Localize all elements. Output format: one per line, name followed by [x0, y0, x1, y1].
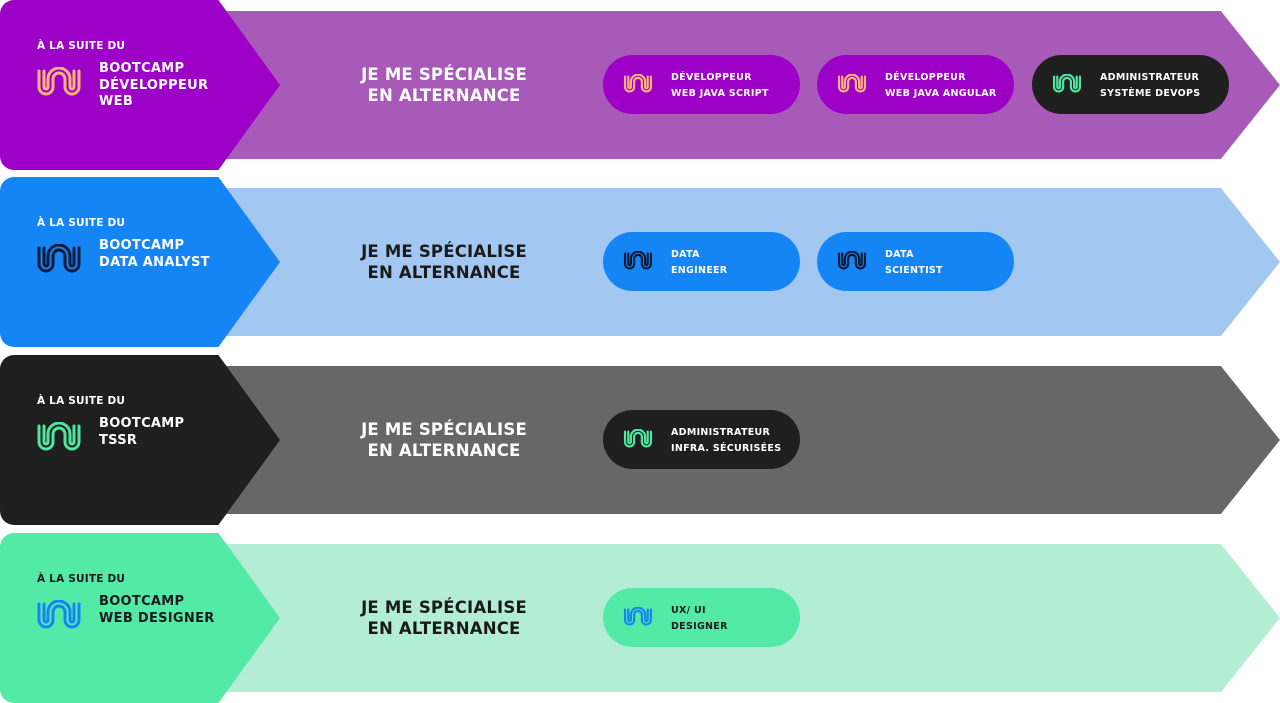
text-line: WEB	[99, 94, 134, 109]
text-line: UX/ UI	[671, 605, 706, 616]
pill-label: DATA ENGINEER	[671, 247, 727, 279]
specialisation-pill[interactable]: ADMINISTRATEUR INFRA. SÉCURISÉES	[603, 410, 800, 469]
text-line: TSSR	[99, 432, 138, 448]
pill-logo	[623, 250, 653, 273]
text-line: BOOTCAMP	[99, 61, 185, 76]
specialisation-heading: JE ME SPÉCIALISE EN ALTERNANCE	[330, 597, 558, 639]
wave-logo-icon	[1052, 73, 1082, 93]
text-line: WEB JAVA SCRIPT	[671, 88, 769, 99]
text-line: DÉVELOPPEUR	[671, 72, 752, 83]
kicker-label: À LA SUITE DU	[37, 573, 126, 585]
text-line: DATA	[885, 249, 914, 260]
text-line: EN ALTERNANCE	[367, 86, 521, 105]
kicker-label: À LA SUITE DU	[37, 40, 126, 52]
specialisation-pill[interactable]: DATA ENGINEER	[603, 232, 800, 291]
pill-label: DÉVELOPPEUR WEB JAVA SCRIPT	[671, 70, 769, 102]
text-line: ADMINISTRATEUR	[671, 427, 771, 438]
pill-logo	[1052, 73, 1082, 96]
wave-logo-icon	[37, 421, 81, 451]
text-line: SCIENTIST	[885, 265, 943, 276]
bootcamp-logo	[36, 599, 82, 634]
text-line: BOOTCAMP	[99, 416, 185, 431]
text-line: DÉVELOPPEUR	[99, 77, 209, 93]
kicker-label: À LA SUITE DU	[37, 395, 126, 407]
text-line: DESIGNER	[671, 621, 728, 632]
wave-logo-icon	[623, 428, 653, 448]
text-line: JE ME SPÉCIALISE	[361, 420, 527, 439]
wave-logo-icon	[37, 599, 81, 629]
specialisation-pill[interactable]: DÉVELOPPEUR WEB JAVA ANGULAR	[817, 55, 1014, 114]
specialisation-pill[interactable]: DÉVELOPPEUR WEB JAVA SCRIPT	[603, 55, 800, 114]
wave-logo-icon	[837, 250, 867, 270]
bootcamp-logo	[36, 421, 82, 456]
wave-logo-icon	[623, 250, 653, 270]
text-line: EN ALTERNANCE	[367, 263, 521, 282]
specialisation-heading: JE ME SPÉCIALISE EN ALTERNANCE	[330, 64, 558, 106]
pill-logo	[623, 428, 653, 451]
text-line: EN ALTERNANCE	[367, 441, 521, 460]
bootcamp-logo	[36, 66, 82, 101]
text-line: ENGINEER	[671, 265, 728, 276]
wave-logo-icon	[837, 73, 867, 93]
pill-logo	[837, 250, 867, 273]
pill-label: DÉVELOPPEUR WEB JAVA ANGULAR	[885, 70, 996, 102]
text-line: WEB JAVA ANGULAR	[885, 88, 997, 99]
wave-logo-icon	[623, 73, 653, 93]
pill-logo	[623, 606, 653, 629]
text-line: DÉVELOPPEUR	[885, 72, 966, 83]
wave-logo-icon	[37, 243, 81, 273]
specialisation-pill[interactable]: DATA SCIENTIST	[817, 232, 1014, 291]
pill-label: UX/ UI DESIGNER	[671, 603, 728, 635]
wave-logo-icon	[37, 66, 81, 96]
pill-label: ADMINISTRATEUR SYSTÈME DEVOPS	[1100, 70, 1200, 102]
pill-label: DATA SCIENTIST	[885, 247, 943, 279]
specialisation-pill[interactable]: UX/ UI DESIGNER	[603, 588, 800, 647]
text-line: DATA ANALYST	[99, 254, 210, 270]
pill-logo	[623, 73, 653, 96]
text-line: WEB DESIGNER	[99, 610, 215, 626]
text-line: JE ME SPÉCIALISE	[361, 598, 527, 617]
text-line: SYSTÈME DEVOPS	[1100, 88, 1201, 99]
bootcamp-logo	[36, 243, 82, 278]
pill-logo	[837, 73, 867, 96]
text-line: DATA	[671, 249, 700, 260]
text-line: ADMINISTRATEUR	[1100, 72, 1200, 83]
wave-logo-icon	[623, 606, 653, 626]
specialisation-heading: JE ME SPÉCIALISE EN ALTERNANCE	[330, 419, 558, 461]
specialisation-pill[interactable]: ADMINISTRATEUR SYSTÈME DEVOPS	[1032, 55, 1229, 114]
pill-label: ADMINISTRATEUR INFRA. SÉCURISÉES	[671, 425, 781, 457]
text-line: JE ME SPÉCIALISE	[361, 242, 527, 261]
kicker-label: À LA SUITE DU	[37, 217, 126, 229]
text-line: BOOTCAMP	[99, 238, 185, 253]
text-line: INFRA. SÉCURISÉES	[671, 443, 782, 454]
specialisation-heading: JE ME SPÉCIALISE EN ALTERNANCE	[330, 241, 558, 283]
text-line: JE ME SPÉCIALISE	[361, 65, 527, 84]
text-line: EN ALTERNANCE	[367, 619, 521, 638]
text-line: BOOTCAMP	[99, 594, 185, 609]
